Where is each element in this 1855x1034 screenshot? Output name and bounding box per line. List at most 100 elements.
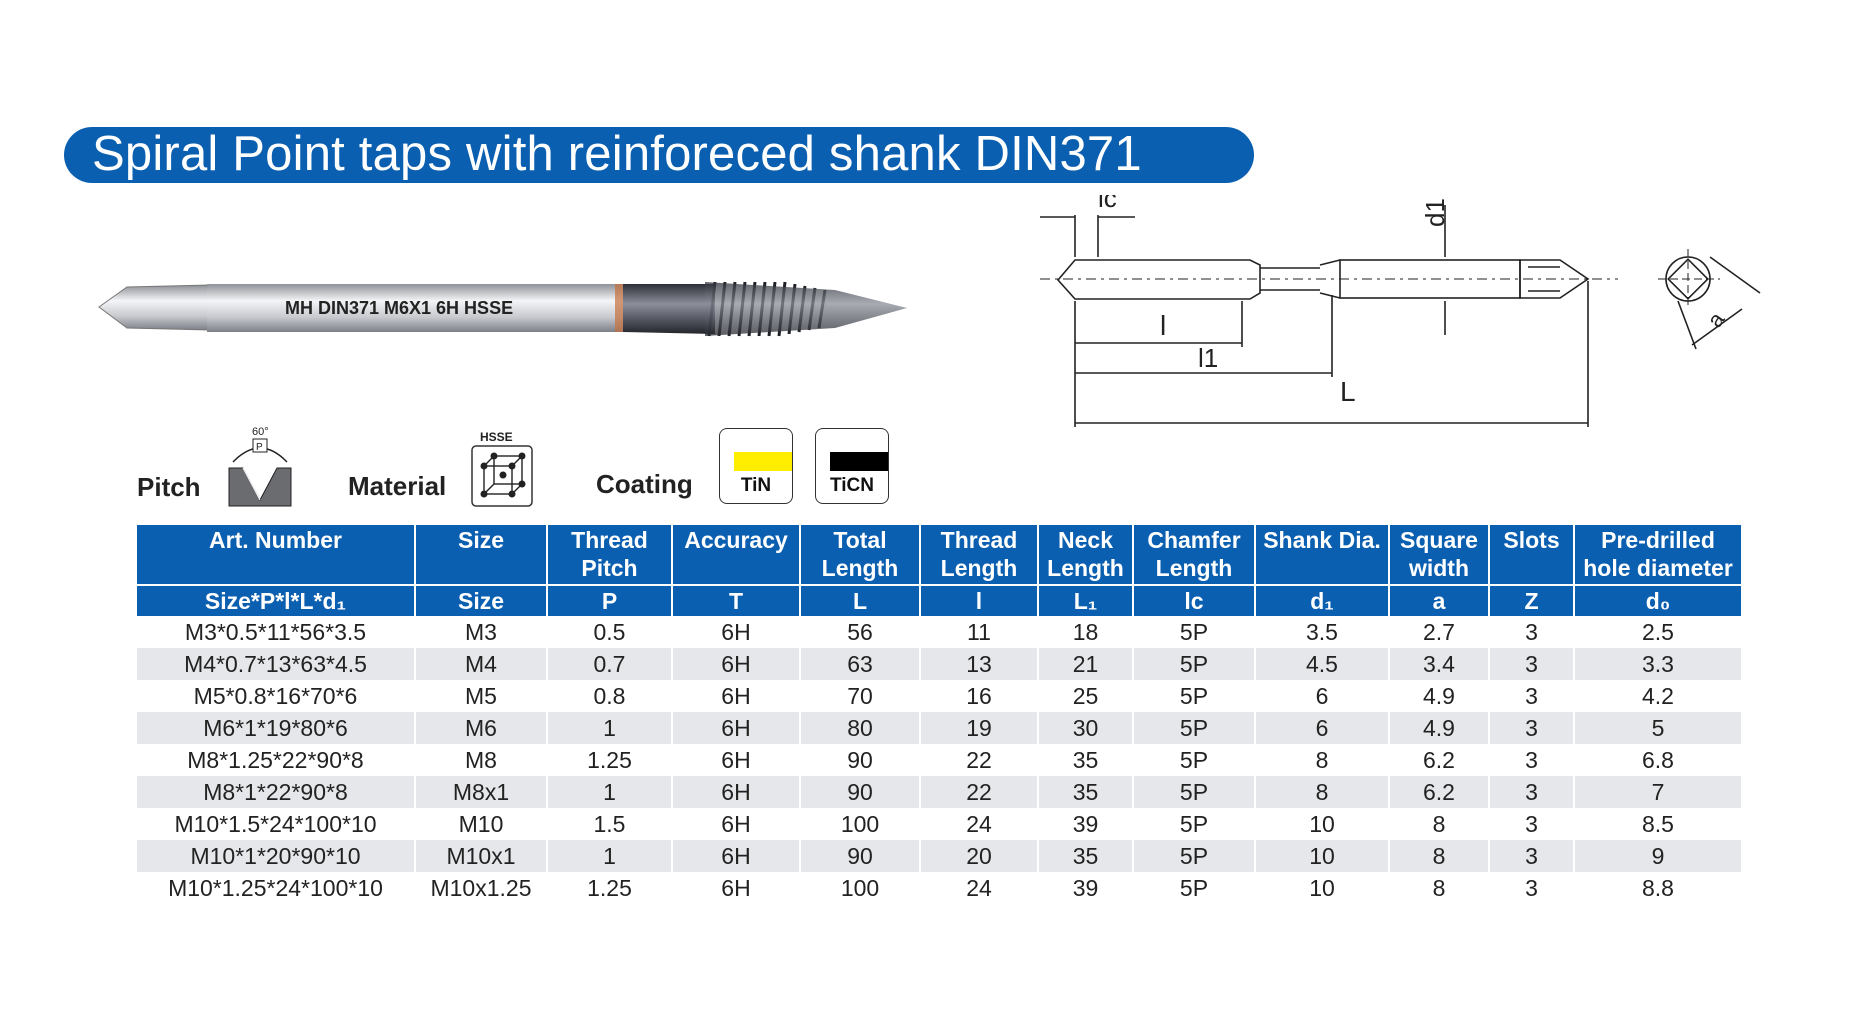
table-cell: 8 [1254,744,1389,776]
table-cell: 1 [546,840,672,872]
table-cell: 19 [919,712,1038,744]
table-cell: M8*1.25*22*90*8 [187,746,364,773]
table-cell: 22 [919,776,1038,808]
table-cell: 100 [799,872,920,904]
table-cell: 3 [1488,744,1574,776]
table-cell: M6*1*19*80*6 [137,712,415,744]
table-cell: 5P [1132,744,1255,776]
table-cell: 3 [1488,776,1574,808]
table-cell: 35 [1037,776,1133,808]
table-cell: 24 [919,808,1038,840]
table-cell: 6 [1254,680,1389,712]
table-cell: 6.2 [1388,776,1489,808]
pitch-angle-text: 60° [252,426,269,438]
coating-ticn-swatch: TiCN [815,428,889,504]
table-cell: 3 [1488,808,1574,840]
table-cell: 90 [799,744,920,776]
table-cell: 35 [1037,840,1133,872]
table-cell: 3 [1488,840,1574,872]
table-cell: 3 [1488,616,1574,648]
l-label: l [1160,310,1166,341]
table-cell: M8*1*22*90*8 [137,776,415,808]
table-cell: 5P [1132,808,1255,840]
table-cell: 6H [671,712,800,744]
lc-label: lc [1098,195,1117,213]
table-cell: 6.2 [1388,744,1489,776]
a-label: a [1702,307,1730,332]
L-label: L [1340,376,1356,407]
table-cell: 1.25 [546,872,672,904]
col-symbol: l [919,584,1038,616]
table-cell: 2.7 [1388,616,1489,648]
table-cell: 1 [546,712,672,744]
col-symbol: lc [1132,584,1255,616]
d1-label: d1 [1420,198,1450,227]
ticn-color-bar [830,452,888,471]
header-row-names: Art. Number Size Thread Pitch Accuracy T… [137,525,1741,585]
table-cell: 5P [1132,680,1255,712]
tin-label: TiN [740,475,772,496]
material-label: Material [348,471,447,501]
col-symbol: Z [1488,584,1574,616]
table-cell: 6 [1254,712,1389,744]
pitch-p-text: P [256,442,263,453]
spec-table: Art. Number Size Thread Pitch Accuracy T… [137,525,1741,904]
technical-drawing: lc d1 l l1 L a [1040,195,1761,427]
table-cell: 30 [1037,712,1133,744]
table-cell: 6H [671,872,800,904]
table-cell: 8.8 [1573,872,1741,904]
table-cell: 24 [919,872,1038,904]
table-cell: 10 [1254,808,1389,840]
table-cell: 8.5 [1573,808,1741,840]
l1-label: l1 [1198,343,1218,373]
table-cell: 5P [1132,712,1255,744]
col-symbol: L₁ [1037,584,1133,616]
tin-color-bar [734,452,792,471]
col-symbol: d₁ [1254,584,1389,616]
table-cell: M6 [414,712,547,744]
table-cell: 20 [919,840,1038,872]
pitch-label: Pitch [137,472,201,502]
col-header: Chamfer Length [1132,525,1255,585]
table-cell: 8 [1388,808,1489,840]
col-header: Pre-drilled hole diameter [1573,525,1741,585]
table-cell: 9 [1573,840,1741,872]
table-cell: 8 [1254,776,1389,808]
col-header: Art. Number [137,525,415,585]
table-cell: 5P [1132,648,1255,680]
coating-tin-swatch: TiN [719,428,793,504]
table-cell: M3*0.5*11*56*3.5 [184,618,367,645]
page-title: Spiral Point taps with reinforeced shank… [92,127,1142,181]
col-header: Square width [1388,525,1489,585]
table-cell: 3 [1488,648,1574,680]
table-cell: 13 [919,648,1038,680]
table-cell: 1.5 [546,808,672,840]
table-cell: 4.9 [1388,680,1489,712]
col-header: Thread Pitch [546,525,672,585]
pitch-icon: 60° P [228,426,292,507]
col-header: Shank Dia. [1254,525,1389,585]
table-cell: 0.7 [546,648,672,680]
table-cell: 3 [1488,680,1574,712]
table-cell: 6H [671,616,800,648]
table-cell: 6.8 [1573,744,1741,776]
table-cell: 4.2 [1573,680,1741,712]
table-cell: M10*1.25*24*100*10 [168,874,383,901]
tap-photo: MH DIN371 M6X1 6H HSSE [98,281,907,337]
table-cell: 21 [1037,648,1133,680]
table-cell: 39 [1037,872,1133,904]
col-header: Slots [1488,525,1574,585]
table-cell: 1.25 [546,744,672,776]
table-cell: 18 [1037,616,1133,648]
table-cell: 0.5 [546,616,672,648]
col-header: Accuracy [671,525,800,585]
table-cell: 6H [671,648,800,680]
header-row-symbols: Size*P*l*L*d₁ Size P T L l L₁ lc d₁ a Z … [137,584,1741,616]
